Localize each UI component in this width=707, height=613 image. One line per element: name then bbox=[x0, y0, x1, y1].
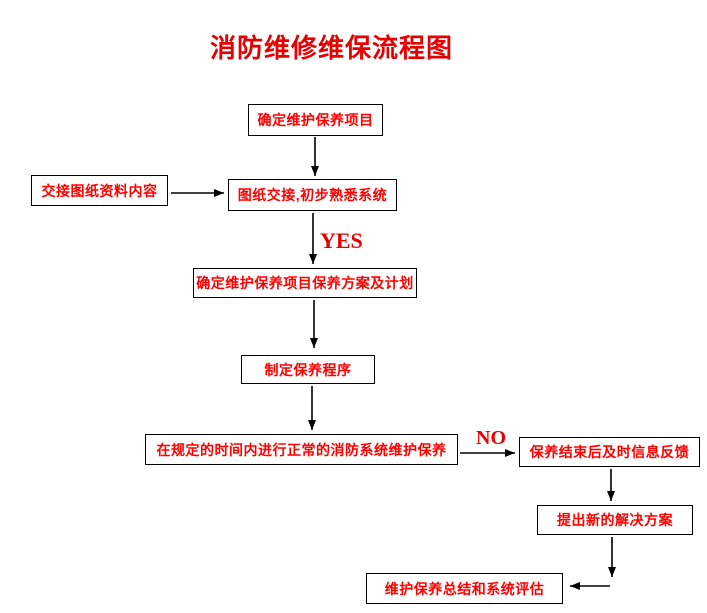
node-drawing-handover: 图纸交接,初步熟悉系统 bbox=[228, 179, 397, 211]
node-determine-items: 确定维护保养项目 bbox=[248, 104, 383, 136]
node-make-procedure: 制定保养程序 bbox=[241, 355, 375, 384]
node-feedback: 保养结束后及时信息反馈 bbox=[519, 437, 700, 467]
node-perform-maintenance: 在规定的时间内进行正常的消防系统维护保养 bbox=[145, 434, 458, 465]
node-handover-docs: 交接图纸资料内容 bbox=[31, 175, 168, 206]
edge-label-no: NO bbox=[476, 427, 506, 449]
edge-label-yes: YES bbox=[320, 228, 363, 253]
node-determine-plan: 确定维护保养项目保养方案及计划 bbox=[193, 268, 417, 298]
node-summary-evaluation: 维护保养总结和系统评估 bbox=[366, 573, 563, 604]
flowchart-title: 消防维修维保流程图 bbox=[209, 33, 453, 63]
node-new-solution: 提出新的解决方案 bbox=[537, 505, 693, 535]
